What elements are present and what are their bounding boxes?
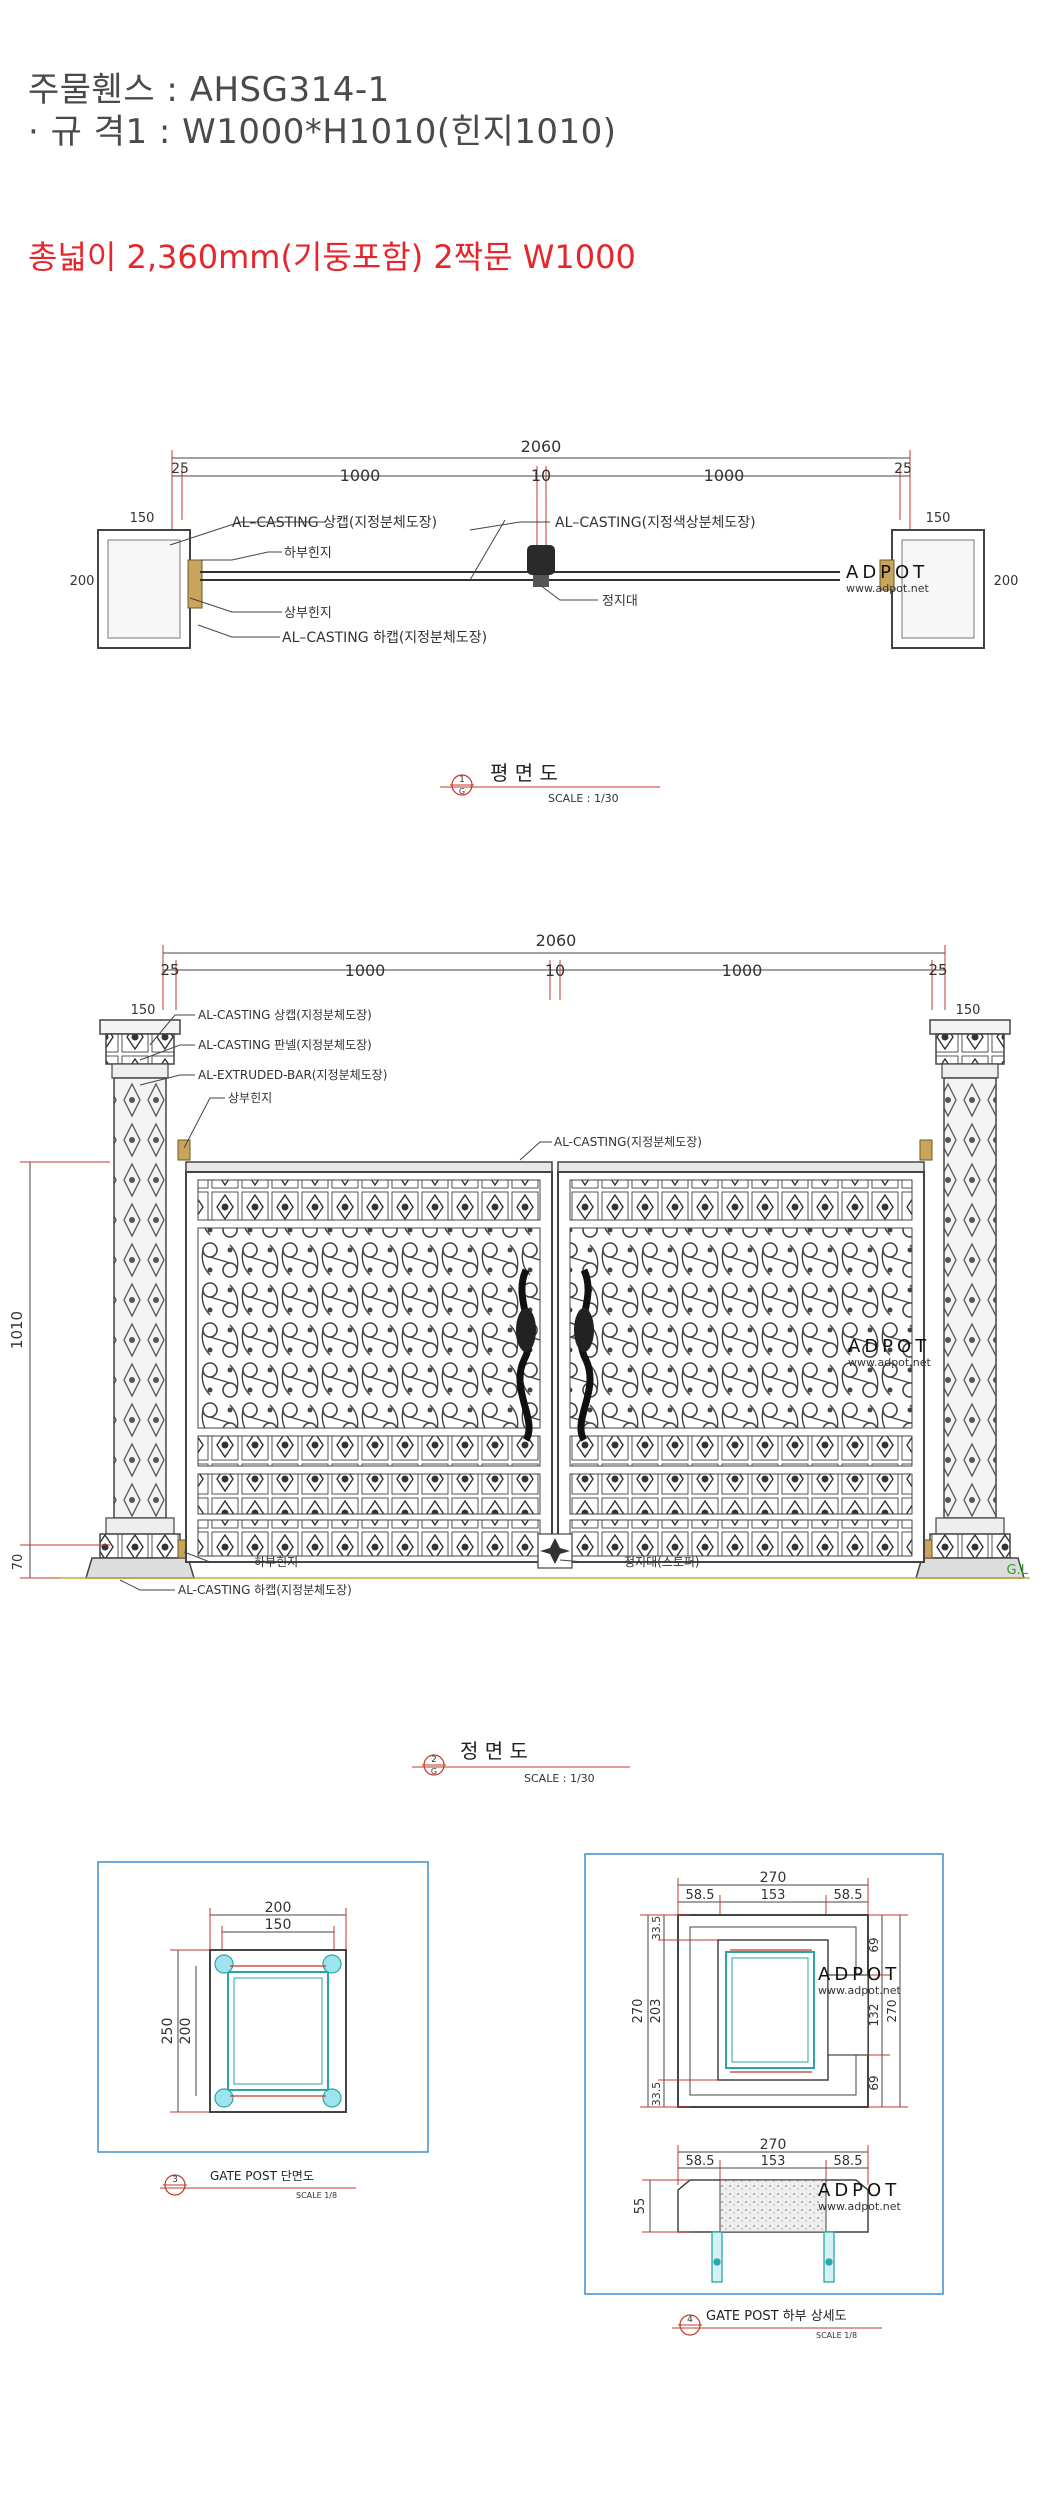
front-title-name: 정 면 도 [460, 1739, 528, 1763]
plan-hinge-right [879, 559, 895, 591]
d4-title-num: 4 [687, 2315, 693, 2325]
front-total-dim: 2060 [536, 931, 577, 950]
d4-left-total: 270 [631, 1999, 646, 2024]
front-label-bottom-cap: AL-CASTING 하캡(지정분체도장) [178, 1583, 352, 1597]
detail-3-post-section: 200 150 250 200 3 GATE POST 단면도 SCALE 1/… [97, 1861, 429, 2200]
plan-seg-25-right: 25 [894, 461, 912, 477]
plan-title-name: 평 면 도 [490, 761, 558, 785]
plan-title-sub: G [459, 787, 465, 796]
plan-label-upper-hinge: 상부힌지 [284, 606, 332, 621]
d4-base-seg-1: 58.5 [686, 2154, 715, 2169]
plan-label-lower-hinge: 하부힌지 [284, 546, 332, 561]
d4-anchor-icons [711, 2231, 835, 2283]
plan-watermark-brand: ADPOT [846, 562, 928, 583]
d4-base-seg-3: 58.5 [834, 2154, 863, 2169]
d4-base-total: 270 [760, 2137, 787, 2153]
plan-view: 2060 25 1000 10 1000 25 150 200 150 200 [70, 437, 1019, 805]
front-handle-right [574, 1268, 594, 1442]
d3-w-outer: 200 [265, 1900, 292, 1916]
plan-post-left-h: 200 [70, 574, 95, 589]
d4-watermark-url-2: www.adpot.net [818, 2200, 901, 2213]
d3-title-scale: SCALE 1/8 [296, 2191, 337, 2200]
front-pillar-right [914, 1019, 1026, 1579]
plan-seg-10: 10 [531, 466, 551, 485]
plan-post-right-w: 150 [926, 511, 951, 526]
total-width-note: 총넓이 2,360mm(기둥포함) 2짝문 W1000 [28, 238, 636, 276]
front-title-sub: G [431, 1767, 437, 1776]
d4-top-seg-3: 58.5 [834, 1888, 863, 1903]
plan-label-bottom-cap: AL–CASTING 하캡(지정분체도장) [282, 630, 487, 646]
d4-top-seg-2: 153 [761, 1888, 786, 1903]
d4-title-scale: SCALE 1/8 [816, 2331, 857, 2340]
plan-seg-1000-right: 1000 [704, 466, 745, 485]
front-seg-10: 10 [545, 961, 565, 980]
front-seg-1000-right: 1000 [722, 961, 763, 980]
plan-stopper [527, 545, 555, 575]
plan-seg-1000-left: 1000 [340, 466, 381, 485]
plan-post-left-w: 150 [130, 511, 155, 526]
front-label-upper-hinge: 상부힌지 [228, 1091, 272, 1105]
front-post-left-w: 150 [131, 1003, 156, 1018]
spec-line: · 규 격1 : W1000*H1010(힌지1010) [28, 112, 617, 152]
front-view: 2060 25 1000 10 1000 25 150 [8, 931, 1030, 1785]
front-handle-left [516, 1268, 536, 1442]
model-title: 주물휀스 : AHSG314-1 [28, 70, 390, 110]
front-label-stopper: 정지대(스토퍼) [624, 1555, 700, 1569]
d3-h-outer: 250 [160, 2018, 176, 2045]
d4-watermark-brand-2: ADPOT [818, 2180, 900, 2201]
d4-right-1: 69 [867, 1937, 881, 1952]
front-height-dim: 1010 [8, 1311, 26, 1349]
d4-title-name: GATE POST 하부 상세도 [706, 2309, 847, 2324]
front-hinge-upper-right [919, 1139, 933, 1161]
plan-watermark-url: www.adpot.net [846, 582, 929, 595]
d4-right-2: 132 [867, 2004, 881, 2027]
front-watermark-url: www.adpot.net [848, 1356, 931, 1369]
d3-w-inner: 150 [265, 1917, 292, 1933]
plan-title-num: 1 [459, 775, 465, 785]
plan-hinge-left [187, 559, 203, 609]
front-base-dim: 70 [11, 1554, 26, 1571]
d3-title-name: GATE POST 단면도 [210, 2169, 314, 2183]
front-pillar-left [84, 1019, 196, 1579]
plan-seg-25-left: 25 [171, 461, 189, 477]
d4-left-3: 33.5 [650, 2082, 663, 2107]
d4-left-1: 33.5 [650, 1916, 663, 1941]
plan-label-top-cap: AL–CASTING 상캡(지정분체도장) [232, 515, 437, 531]
detail-4-post-base: 270 58.5 153 58.5 270 33.5 203 33.5 [584, 1853, 944, 2340]
front-label-top-cap: AL-CASTING 상캡(지정분체도장) [198, 1008, 372, 1022]
front-seg-25-right: 25 [928, 961, 947, 979]
plan-post-right-h: 200 [994, 574, 1019, 589]
front-title-scale: SCALE : 1/30 [524, 1772, 595, 1785]
d4-base-h: 55 [633, 2198, 648, 2215]
d3-title-num: 3 [172, 2175, 178, 2185]
plan-total-dim: 2060 [521, 437, 562, 456]
front-title-num: 2 [431, 1755, 437, 1765]
front-label-lower-hinge: 하부힌지 [254, 1555, 298, 1569]
front-post-right-w: 150 [956, 1003, 981, 1018]
front-watermark-brand: ADPOT [848, 1336, 930, 1357]
d4-right-3: 69 [867, 2075, 881, 2090]
front-seg-1000-left: 1000 [345, 961, 386, 980]
front-label-panel: AL-CASTING 판넬(지정분체도장) [198, 1038, 372, 1052]
d4-top-seg-1: 58.5 [686, 1888, 715, 1903]
d3-bolt-icons [214, 1954, 342, 2108]
front-seg-25-left: 25 [160, 961, 179, 979]
plan-label-bar: AL–CASTING(지정색상분체도장) [555, 515, 756, 531]
d3-h-inner: 200 [178, 2018, 194, 2045]
d4-base-seg-2: 153 [761, 2154, 786, 2169]
plan-label-stopper: 정지대 [602, 594, 638, 609]
d4-watermark-url: www.adpot.net [818, 1984, 901, 1997]
front-gate-leaf-left [185, 1161, 553, 1563]
front-hinge-upper-left [177, 1139, 191, 1161]
front-label-frame: AL-CASTING(지정분체도장) [554, 1135, 702, 1149]
d4-top-total: 270 [760, 1870, 787, 1886]
d4-right-total: 270 [885, 2000, 899, 2023]
d4-watermark-brand: ADPOT [818, 1964, 900, 1985]
plan-title-scale: SCALE : 1/30 [548, 792, 619, 805]
front-gl-label: G.L [1007, 1563, 1029, 1578]
front-label-bar: AL-EXTRUDED-BAR(지정분체도장) [198, 1068, 387, 1082]
d4-left-2: 203 [649, 1999, 664, 2024]
front-gate-leaf-right [557, 1161, 925, 1563]
